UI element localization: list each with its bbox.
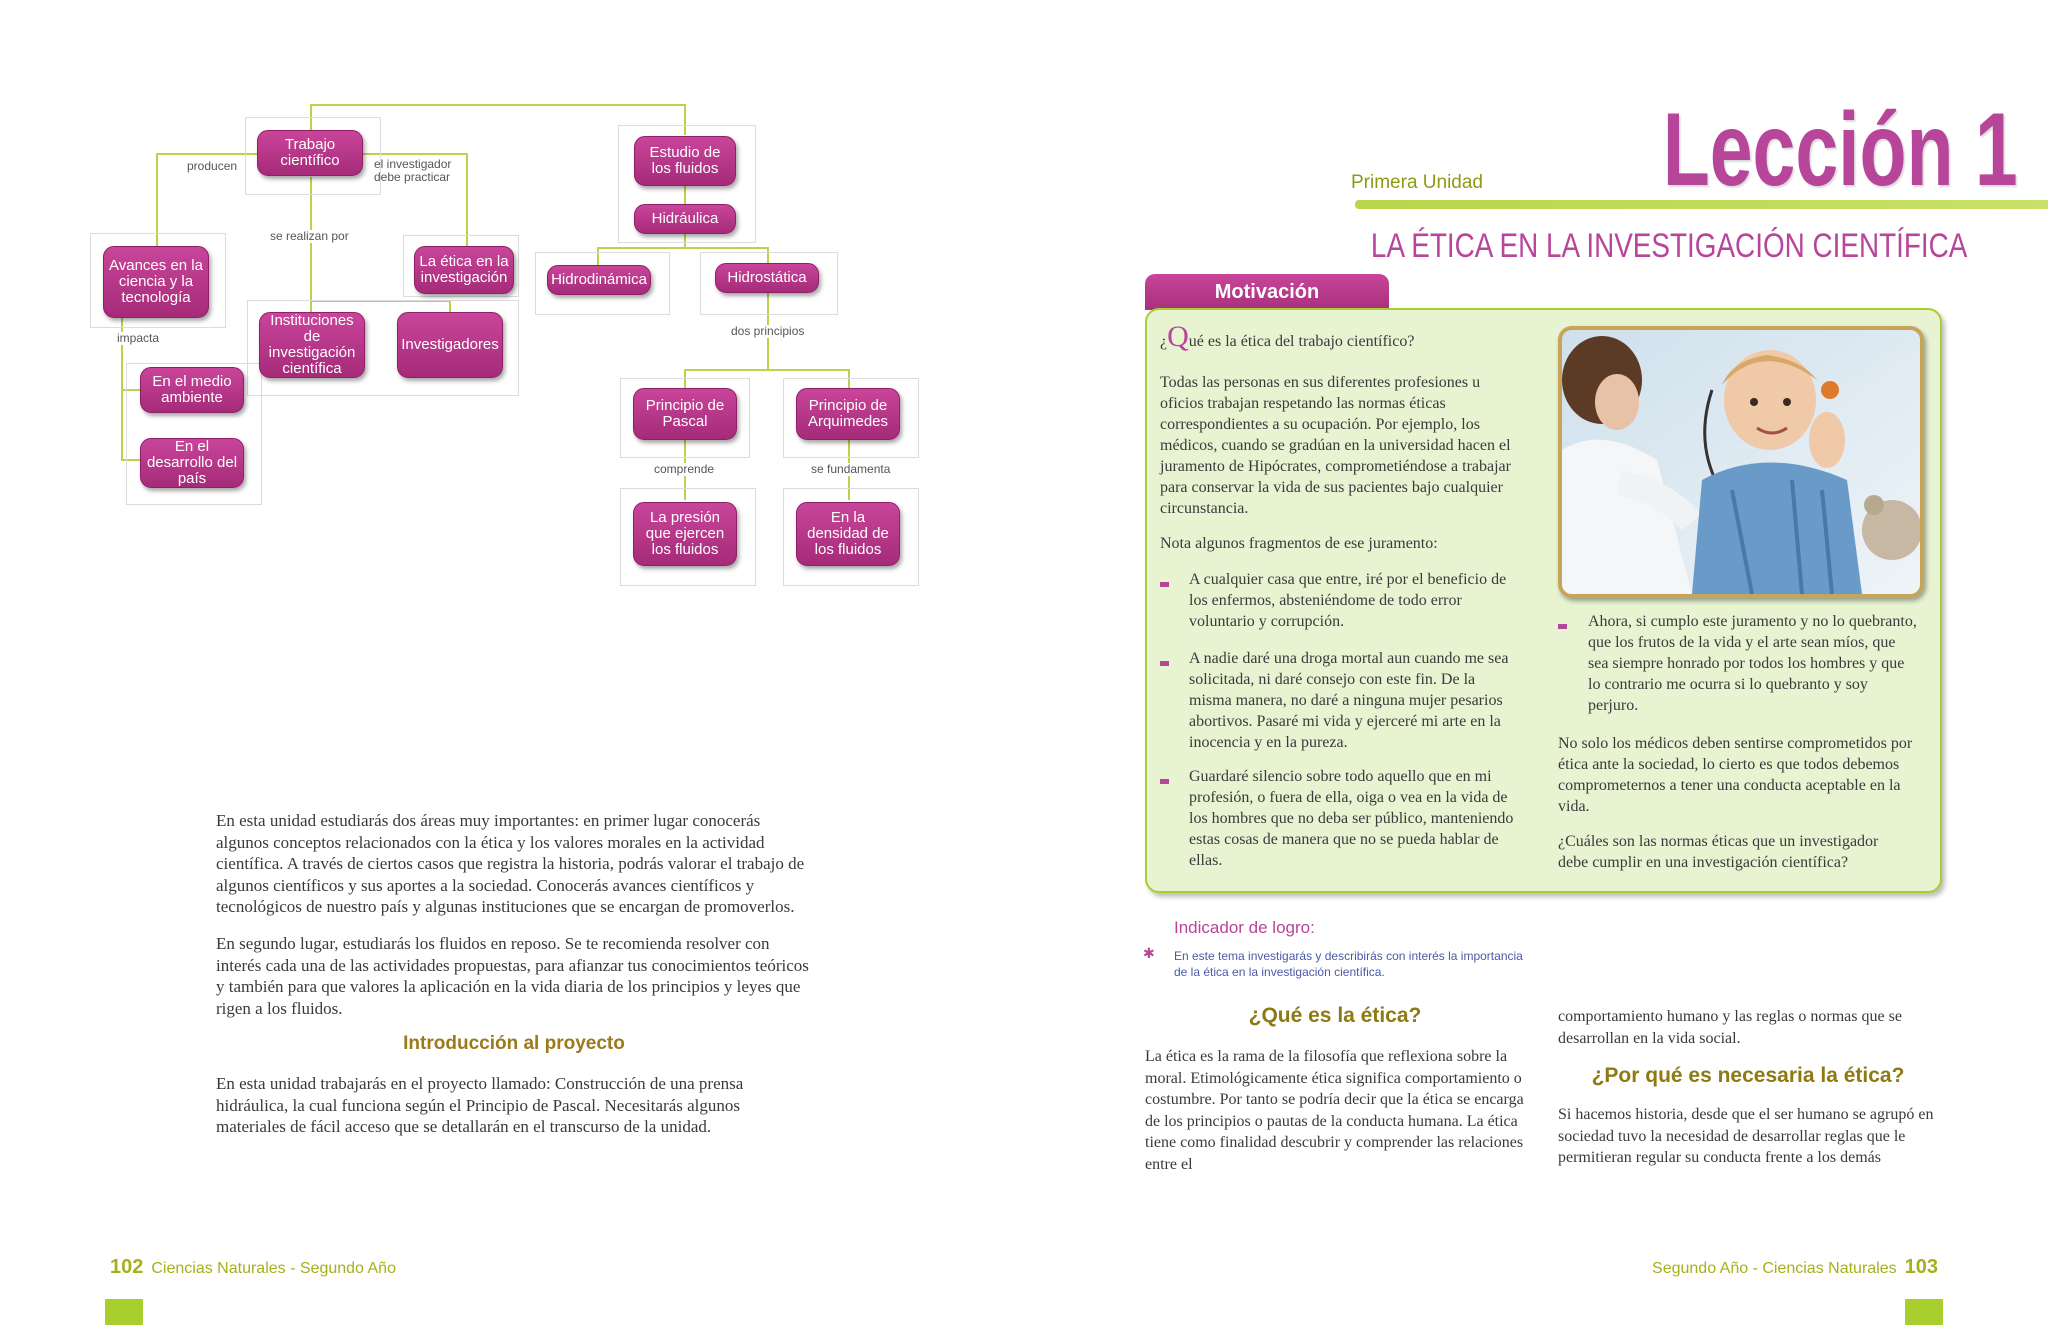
indicator-label: Indicador de logro: xyxy=(1174,918,1315,937)
lesson-number: Lección 1 xyxy=(1662,92,2018,208)
map-label-se-fundamenta: se fundamenta xyxy=(811,462,891,476)
map-node-principio-pascal: Principio de Pascal xyxy=(633,388,737,440)
doctor-child-photo xyxy=(1558,326,1924,598)
project-paragraph: En esta unidad trabajarás en el proyecto… xyxy=(216,1074,744,1136)
map-node-principio-arquimedes: Principio de Arquimedes xyxy=(796,388,900,440)
map-node-instituciones: Instituciones de investigación científic… xyxy=(259,312,365,378)
motivation-paragraph-4: ¿Cuáles son las normas éticas que un inv… xyxy=(1558,833,1879,871)
map-frame-etica xyxy=(403,235,519,297)
map-label-debe-practicar: debe practicar xyxy=(374,170,451,184)
map-frame-estudio xyxy=(618,125,756,243)
q1-heading: ¿Qué es la ética? xyxy=(1248,1004,1422,1027)
map-frame-medio-desarrollo xyxy=(126,363,262,505)
column2-paragraph: comportamiento humano y las reglas o nor… xyxy=(1558,1008,1902,1047)
oath-item-4: Ahora, si cumplo este juramento y no lo … xyxy=(1588,613,1917,714)
right-footer-text: Segundo Año - Ciencias Naturales xyxy=(1652,1260,1897,1277)
lesson-title-wrap: Lección 1 xyxy=(1538,98,2018,202)
map-label-comprende: comprende xyxy=(654,462,715,476)
map-frame-hidrostatica xyxy=(700,252,838,315)
oath-bullet-1 xyxy=(1160,582,1169,587)
map-label-realizan: se realizan por xyxy=(270,229,349,243)
intro-paragraph-2: En segundo lugar, estudiarás los fluidos… xyxy=(216,934,809,1018)
map-node-avances: Avances en la ciencia y la tecnología xyxy=(103,246,209,318)
right-footer-block xyxy=(1905,1299,1943,1325)
header-bar xyxy=(1355,200,2048,209)
map-frame-avances xyxy=(90,233,226,328)
oath-item-3: Guardaré silencio sobre todo aquello que… xyxy=(1189,768,1514,869)
map-node-desarrollo-pais: En el desarrollo del país xyxy=(140,438,244,488)
map-frame-trabajo xyxy=(245,117,381,195)
map-node-investigadores: Investigadores xyxy=(397,312,503,378)
map-frame-arquimedes xyxy=(783,378,919,458)
oath-bullet-2 xyxy=(1160,661,1169,666)
map-frame-presion xyxy=(620,488,756,586)
right-page-number: 103 xyxy=(1904,1256,1938,1278)
map-label-impacta: impacta xyxy=(117,331,160,345)
motivation-paragraph-1: Todas las personas en sus diferentes pro… xyxy=(1160,374,1511,517)
question-rest: ué es la ética del trabajo científico? xyxy=(1188,333,1415,350)
q1-paragraph: La ética es la rama de la filosofía que … xyxy=(1145,1048,1524,1173)
map-node-etica: La ética en la investigación xyxy=(414,246,514,294)
oath-item-1: A cualquier casa que entre, iré por el b… xyxy=(1189,571,1507,630)
map-label-dos-principios: dos principios xyxy=(731,324,805,338)
map-label-producen: producen xyxy=(187,159,238,173)
lesson-heading: LA ÉTICA EN LA INVESTIGACIÓN CIENTÍFICA xyxy=(1370,227,1968,265)
map-frame-hidro xyxy=(535,252,670,315)
oath-bullet-3 xyxy=(1160,779,1169,784)
map-node-estudio-fluidos: Estudio de los fluidos xyxy=(634,136,736,186)
left-footer: 102 Ciencias Naturales - Segundo Año xyxy=(110,1256,396,1279)
map-node-densidad-fluidos: En la densidad de los fluidos xyxy=(796,502,900,566)
question-dropcap: Q xyxy=(1167,320,1189,353)
motivation-paragraph-2: Nota algunos fragmentos de ese juramento… xyxy=(1160,535,1438,552)
left-footer-text: Ciencias Naturales - Segundo Año xyxy=(151,1260,396,1277)
map-frame-densidad xyxy=(783,488,919,586)
left-footer-block xyxy=(105,1299,143,1325)
motivation-tab: Motivación xyxy=(1145,274,1389,310)
question-open: ¿ xyxy=(1160,333,1168,350)
q2-heading: ¿Por qué es necesaria la ética? xyxy=(1591,1064,1905,1087)
map-node-hidrodinamica: Hidrodinámica xyxy=(547,265,651,295)
motivation-paragraph-3: No solo los médicos deben sentirse compr… xyxy=(1558,735,1913,815)
unit-label: Primera Unidad xyxy=(1351,172,1483,193)
oath-bullet-4 xyxy=(1558,624,1567,629)
left-page-number: 102 xyxy=(110,1256,144,1278)
map-node-hidraulica: Hidráulica xyxy=(634,204,736,234)
indicator-text: En este tema investigarás y describirás … xyxy=(1174,949,1523,979)
photo-illustration xyxy=(1562,330,1920,594)
map-node-trabajo-cientifico: Trabajo científico xyxy=(257,130,363,176)
star-icon: ✱ xyxy=(1143,946,1155,962)
oath-item-2: A nadie daré una droga mortal aun cuando… xyxy=(1189,650,1509,751)
lesson-heading-wrap: LA ÉTICA EN LA INVESTIGACIÓN CIENTÍFICA xyxy=(1240,227,1967,266)
map-node-hidrostatica: Hidrostática xyxy=(715,263,819,293)
project-heading: Introducción al proyecto xyxy=(403,1033,625,1054)
map-node-presion-fluidos: La presión que ejercen los fluidos xyxy=(633,502,737,566)
map-frame-pascal xyxy=(620,378,750,458)
right-footer: Segundo Año - Ciencias Naturales 103 xyxy=(1652,1256,1938,1279)
motivation-question: ¿Qué es la ética del trabajo científico? xyxy=(1160,322,1510,352)
map-frame-instituciones xyxy=(247,300,519,396)
q2-paragraph: Si hacemos historia, desde que el ser hu… xyxy=(1558,1106,1934,1166)
map-label-investigador: el investigador xyxy=(374,157,452,171)
intro-paragraph-1: En esta unidad estudiarás dos áreas muy … xyxy=(216,811,805,916)
map-node-medio-ambiente: En el medio ambiente xyxy=(140,367,244,413)
